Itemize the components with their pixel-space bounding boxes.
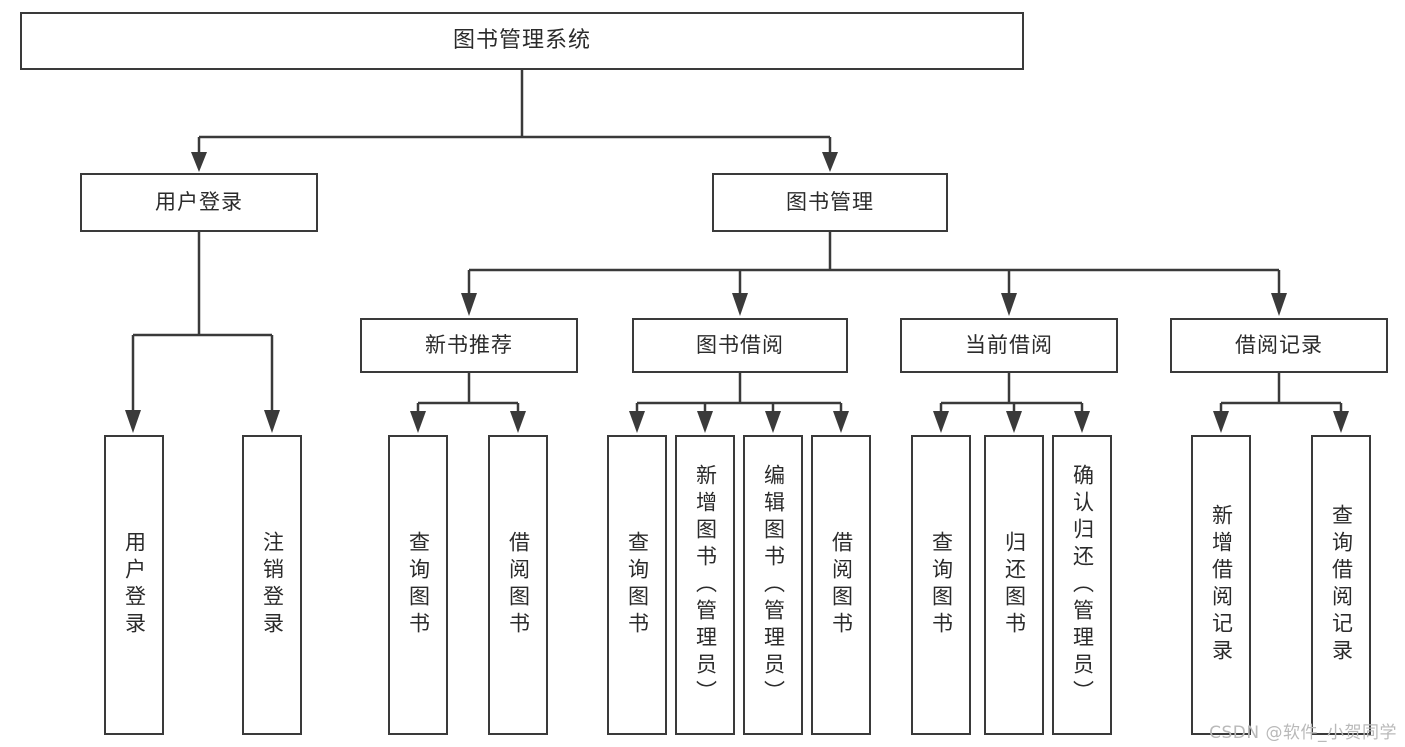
node-label: 借阅图书 <box>506 531 531 639</box>
arrowhead-leaf-edit-book <box>765 411 781 433</box>
node-label: 查询图书 <box>406 531 431 639</box>
arrowhead-leaf-query-book-b <box>629 411 645 433</box>
leaf-add-borrow-record[interactable]: 新增借阅记录 <box>1191 435 1251 735</box>
node-label: 注销登录 <box>260 531 285 639</box>
leaf-return-book[interactable]: 归还图书 <box>984 435 1044 735</box>
leaf-query-book-current[interactable]: 查询图书 <box>911 435 971 735</box>
leaf-confirm-return-admin[interactable]: 确认归还（管理员） <box>1052 435 1112 735</box>
node-current-borrow[interactable]: 当前借阅 <box>900 318 1118 373</box>
arrowhead-leaf-borrow-book-b <box>833 411 849 433</box>
node-book-manage[interactable]: 图书管理 <box>712 173 948 232</box>
arrowhead-leaf-add-record <box>1213 411 1229 433</box>
node-label: 图书管理系统 <box>452 28 591 54</box>
arrowhead-leaf-return-book <box>1006 411 1022 433</box>
node-label: 用户登录 <box>122 531 147 639</box>
arrowhead-leaf-borrow-book-rec <box>510 411 526 433</box>
node-label: 图书借阅 <box>696 333 784 358</box>
leaf-query-book-borrow[interactable]: 查询图书 <box>607 435 667 735</box>
arrowhead-leaf-add-book <box>697 411 713 433</box>
arrowhead-book-borrow <box>732 293 748 316</box>
leaf-add-book-admin[interactable]: 新增图书（管理员） <box>675 435 735 735</box>
watermark-text: CSDN @软件_小贺同学 <box>1209 723 1397 743</box>
arrowhead-leaf-confirm-return <box>1074 411 1090 433</box>
leaf-query-borrow-record[interactable]: 查询借阅记录 <box>1311 435 1371 735</box>
arrowhead-book-manage <box>822 152 838 172</box>
node-label: 新增借阅记录 <box>1209 504 1234 666</box>
arrowhead-user-login <box>191 152 207 172</box>
arrowhead-leaf-logout <box>264 410 280 433</box>
node-label: 编辑图书（管理员） <box>761 463 786 707</box>
node-label: 新增图书（管理员） <box>693 463 718 707</box>
node-root-system[interactable]: 图书管理系统 <box>20 12 1024 70</box>
node-label: 用户登录 <box>155 190 243 215</box>
node-label: 新书推荐 <box>425 333 513 358</box>
node-label: 当前借阅 <box>965 333 1053 358</box>
node-user-login[interactable]: 用户登录 <box>80 173 318 232</box>
node-label: 借阅记录 <box>1235 333 1323 358</box>
node-borrow-record[interactable]: 借阅记录 <box>1170 318 1388 373</box>
leaf-user-login[interactable]: 用户登录 <box>104 435 164 735</box>
node-new-book-recommend[interactable]: 新书推荐 <box>360 318 578 373</box>
node-label: 查询图书 <box>625 531 650 639</box>
node-label: 图书管理 <box>786 190 874 215</box>
leaf-borrow-book-borrow[interactable]: 借阅图书 <box>811 435 871 735</box>
arrowhead-leaf-query-book-c <box>933 411 949 433</box>
arrowhead-current-borrow <box>1001 293 1017 316</box>
arrowhead-leaf-query-book-rec <box>410 411 426 433</box>
leaf-borrow-book-recommend[interactable]: 借阅图书 <box>488 435 548 735</box>
arrowhead-borrow-record <box>1271 293 1287 316</box>
arrowhead-leaf-query-record <box>1333 411 1349 433</box>
arrowhead-new-book-rec <box>461 293 477 316</box>
arrowhead-leaf-user-login <box>125 410 141 433</box>
leaf-query-book-recommend[interactable]: 查询图书 <box>388 435 448 735</box>
node-label: 确认归还（管理员） <box>1070 463 1095 707</box>
node-label: 查询借阅记录 <box>1329 504 1354 666</box>
node-book-borrow[interactable]: 图书借阅 <box>632 318 848 373</box>
node-label: 借阅图书 <box>829 531 854 639</box>
node-label: 归还图书 <box>1002 531 1027 639</box>
node-label: 查询图书 <box>929 531 954 639</box>
leaf-edit-book-admin[interactable]: 编辑图书（管理员） <box>743 435 803 735</box>
leaf-logout[interactable]: 注销登录 <box>242 435 302 735</box>
